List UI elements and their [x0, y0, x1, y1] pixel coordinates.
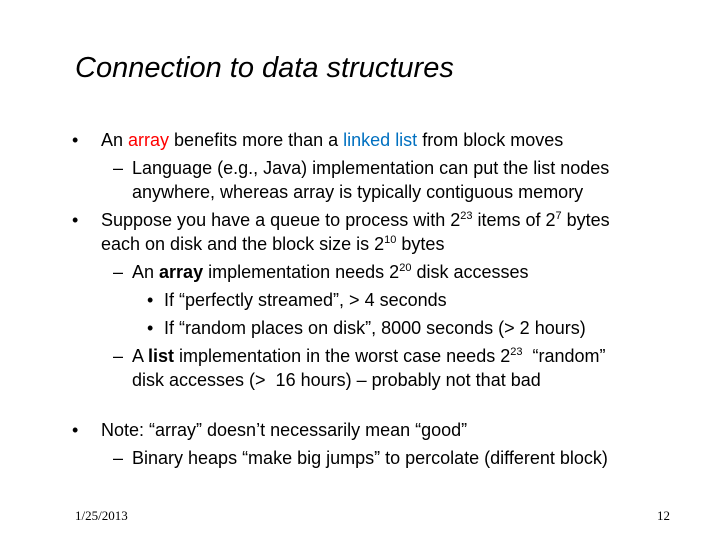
slide-title: Connection to data structures — [75, 52, 454, 84]
bullet-text: bytes — [561, 210, 610, 230]
dash-marker: – — [113, 448, 124, 468]
bullet-line: Suppose you have a queue to process with… — [101, 208, 720, 232]
exponent: 7 — [555, 210, 562, 222]
exponent: 20 — [399, 262, 412, 274]
bold-term: array — [159, 262, 204, 282]
bullet-text: A — [132, 346, 149, 366]
bullet-text: disk accesses — [411, 262, 529, 282]
sub-bullet-line: anywhere, whereas array is typically con… — [132, 182, 584, 202]
bullet-text: If “random places on disk”, 8000 seconds… — [164, 318, 586, 338]
bullet-marker: • — [72, 130, 79, 150]
sub-bullet-list-implementation: – A list implementation in the worst cas… — [0, 344, 720, 392]
bullet-text: “random” — [522, 346, 606, 366]
bullet-text: Binary heaps “make big jumps” to percola… — [132, 448, 608, 468]
bullet-marker: • — [147, 290, 154, 310]
bullet-array-vs-linked-list: • An array benefits more than a linked l… — [0, 128, 720, 152]
bullet-queue-example: • Suppose you have a queue to process wi… — [0, 208, 720, 256]
bullet-marker: • — [72, 210, 79, 230]
array-highlight: array — [128, 130, 170, 150]
sub-bullet-language-implementation: – Language (e.g., Java) implementation c… — [0, 156, 720, 204]
sub-bullet-line: Language (e.g., Java) implementation can… — [132, 158, 610, 178]
exponent: 10 — [384, 234, 397, 246]
bullet-text: An — [101, 130, 129, 150]
footer-date: 1/25/2013 — [75, 508, 128, 523]
bullet-text: benefits more than a — [169, 130, 344, 150]
bullet-marker: • — [72, 420, 79, 440]
sub-bullet-array-implementation: – An array implementation needs 220 disk… — [0, 260, 720, 284]
dash-marker: – — [113, 262, 124, 282]
bullet-text: If “perfectly streamed”, > 4 seconds — [164, 290, 447, 310]
bullet-text: implementation needs 2 — [203, 262, 400, 282]
bullet-text: Note: “array” doesn’t necessarily mean “… — [101, 420, 468, 440]
exponent: 23 — [460, 210, 473, 222]
bullet-line: each on disk and the block size is 210 b… — [101, 232, 720, 256]
bullet-marker: • — [147, 318, 154, 338]
dash-marker: – — [113, 158, 124, 178]
bullet-text: Suppose you have a queue to process with… — [101, 210, 461, 230]
exponent: 23 — [510, 346, 523, 358]
bullet-note: • Note: “array” doesn’t necessarily mean… — [0, 418, 720, 442]
sub-sub-bullet-streamed: • If “perfectly streamed”, > 4 seconds — [0, 288, 720, 312]
bullet-text: implementation in the worst case needs 2 — [174, 346, 511, 366]
bullet-list: • An array benefits more than a linked l… — [0, 128, 720, 470]
bullet-text: items of 2 — [472, 210, 556, 230]
bullet-text: each on disk and the block size is 2 — [101, 234, 385, 254]
sub-sub-bullet-random: • If “random places on disk”, 8000 secon… — [0, 316, 720, 340]
linked-list-highlight: linked list — [343, 130, 418, 150]
bullet-line: A list implementation in the worst case … — [132, 344, 720, 368]
page-number: 12 — [657, 508, 670, 523]
sub-bullet-binary-heaps: – Binary heaps “make big jumps” to perco… — [0, 446, 720, 470]
bullet-line: disk accesses (> 16 hours) – probably no… — [132, 370, 541, 390]
bullet-text: from block moves — [417, 130, 564, 150]
dash-marker: – — [113, 346, 124, 366]
bold-term: list — [148, 346, 175, 366]
bullet-text: An — [132, 262, 160, 282]
bullet-text: bytes — [396, 234, 445, 254]
